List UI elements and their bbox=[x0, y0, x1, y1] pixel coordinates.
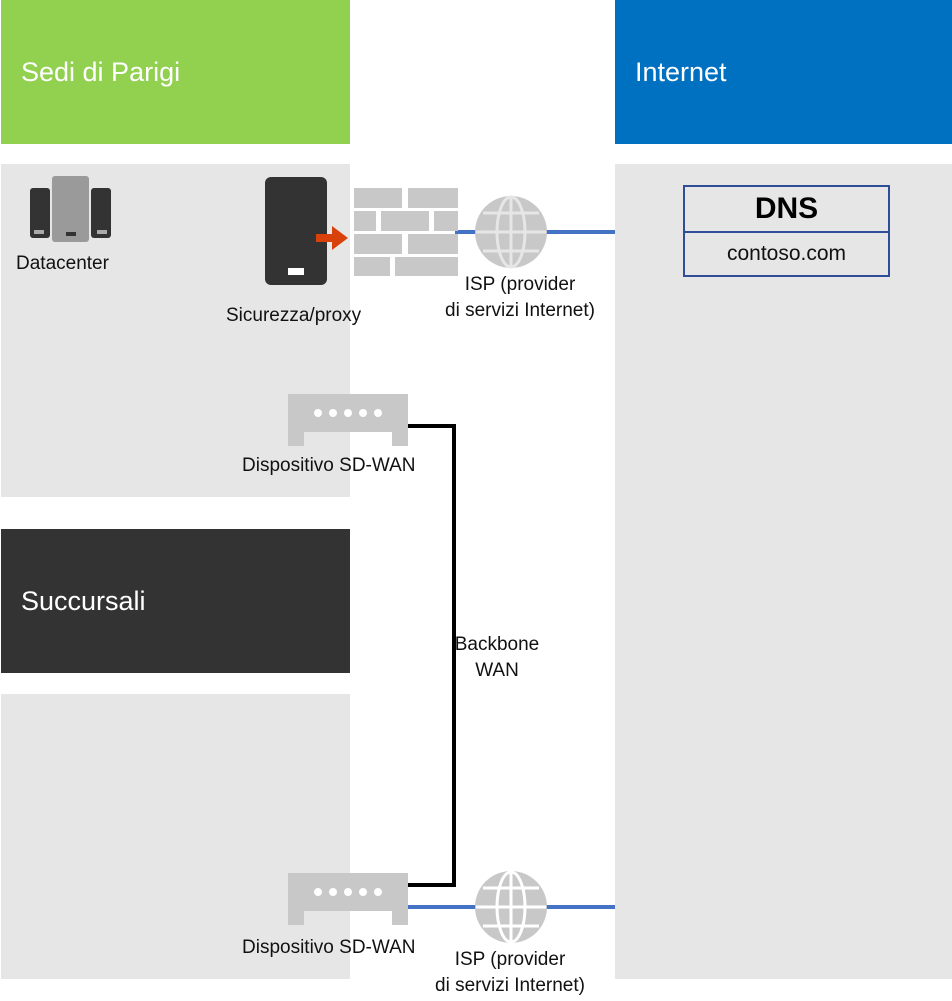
backbone-label-line1: Backbone bbox=[454, 634, 540, 655]
region-header-paris: Sedi di Parigi bbox=[1, 0, 350, 144]
dns-title: DNS bbox=[754, 192, 819, 225]
region-title-paris: Sedi di Parigi bbox=[21, 56, 181, 87]
region-header-internet: Internet bbox=[615, 0, 952, 144]
panel-internet bbox=[615, 164, 952, 979]
dns-box: DNS contoso.com bbox=[683, 185, 890, 277]
isp-top-label-line2: di servizi Internet) bbox=[445, 300, 595, 321]
isp-bottom-label-line1: ISP (provider bbox=[454, 949, 566, 970]
globe-icon-top bbox=[475, 195, 547, 269]
isp-bottom-label: ISP (provider di servizi Internet) bbox=[410, 947, 610, 999]
dns-domain: contoso.com bbox=[685, 231, 888, 275]
firewall-icon bbox=[354, 188, 458, 276]
datacenter-servers-icon bbox=[30, 176, 111, 242]
sdwan-top-label: Dispositivo SD-WAN bbox=[242, 455, 416, 476]
security-proxy-label: Sicurezza/proxy bbox=[226, 305, 362, 326]
sdwan-bottom-label: Dispositivo SD-WAN bbox=[242, 937, 416, 958]
datacenter-label: Datacenter bbox=[16, 253, 109, 274]
isp-bottom-label-line2: di servizi Internet) bbox=[435, 975, 585, 996]
link-wan-backbone bbox=[405, 424, 456, 887]
backbone-wan-label: Backbone WAN bbox=[437, 632, 557, 684]
arrow-right-icon bbox=[316, 226, 348, 250]
panel-branches bbox=[1, 694, 350, 979]
globe-icon-bottom bbox=[475, 870, 547, 944]
region-header-branches: Succursali bbox=[1, 529, 350, 673]
region-title-internet: Internet bbox=[635, 56, 727, 87]
region-title-branches: Succursali bbox=[21, 585, 146, 616]
sdwan-device-icon-bottom bbox=[288, 873, 408, 925]
proxy-server-icon bbox=[265, 177, 327, 285]
backbone-label-line2: WAN bbox=[475, 660, 519, 681]
isp-top-label: ISP (provider di servizi Internet) bbox=[420, 272, 620, 324]
isp-top-label-line1: ISP (provider bbox=[464, 274, 576, 295]
sdwan-device-icon-top bbox=[288, 394, 408, 446]
